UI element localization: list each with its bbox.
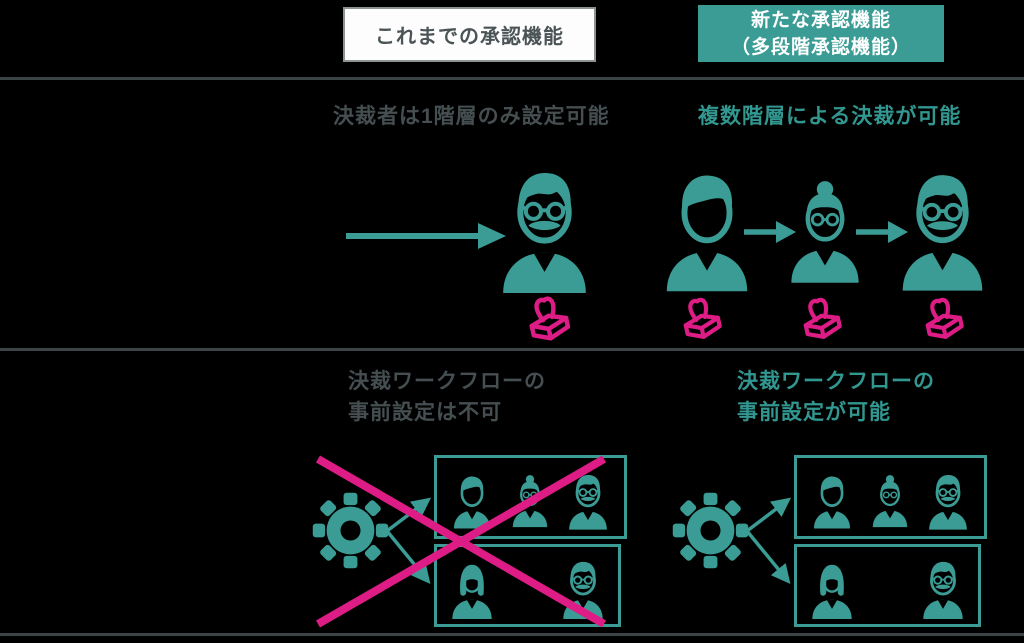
new-feature-header-line2: （多段階承認機能）	[730, 36, 911, 58]
row1-old-caption: 決裁者は1階層のみ設定可能	[333, 105, 610, 128]
arrow-right-icon	[856, 221, 908, 243]
approver-group-box-bottom	[794, 544, 981, 627]
connector-arrows-icon	[745, 497, 792, 584]
row2-new-caption-line1: 決裁ワークフローの	[737, 370, 935, 393]
old-feature-header-box: これまでの承認機能	[343, 7, 596, 62]
divider-line-middle	[0, 348, 1024, 351]
row2-old-caption: 決裁ワークフローの 事前設定は不可	[348, 366, 546, 428]
stamp-icon	[512, 284, 584, 348]
connector-arrows-icon	[385, 497, 432, 584]
new-feature-header-box: 新たな承認機能 （多段階承認機能）	[698, 5, 944, 62]
row2-old-caption-line2: 事前設定は不可	[348, 401, 502, 424]
arrow-right-icon	[346, 223, 506, 249]
divider-line-top	[0, 77, 1024, 80]
row2-new-caption: 決裁ワークフローの 事前設定が可能	[737, 366, 935, 428]
approver-man-icon	[658, 167, 756, 293]
approver-senior-icon	[494, 167, 595, 293]
approver-woman-bun-icon	[784, 170, 866, 293]
approver-group-box-top	[794, 455, 987, 539]
crossed-out-x-icon	[316, 455, 606, 628]
stamp-icon	[910, 286, 976, 346]
arrow-right-icon	[744, 221, 796, 243]
approver-group-box-bottom	[434, 544, 621, 627]
approver-senior-icon	[918, 559, 968, 619]
row1-new-caption: 複数階層による決裁が可能	[698, 105, 962, 128]
approver-senior-icon	[894, 167, 991, 293]
row2-new-caption-line2: 事前設定が可能	[737, 401, 891, 424]
new-feature-header-line1: 新たな承認機能	[750, 9, 891, 31]
stamp-icon	[790, 286, 852, 346]
approver-group-box-top	[434, 455, 627, 539]
old-feature-header-label: これまでの承認機能	[375, 26, 564, 48]
approver-man-icon	[810, 472, 854, 530]
stamp-icon	[668, 286, 734, 346]
approver-woman-bun-icon	[869, 472, 911, 530]
divider-line-bottom	[0, 633, 1024, 636]
approver-woman-long-icon	[807, 559, 857, 619]
row2-old-caption-line1: 決裁ワークフローの	[348, 370, 546, 393]
approver-senior-icon	[925, 472, 971, 530]
gear-icon	[672, 492, 749, 569]
